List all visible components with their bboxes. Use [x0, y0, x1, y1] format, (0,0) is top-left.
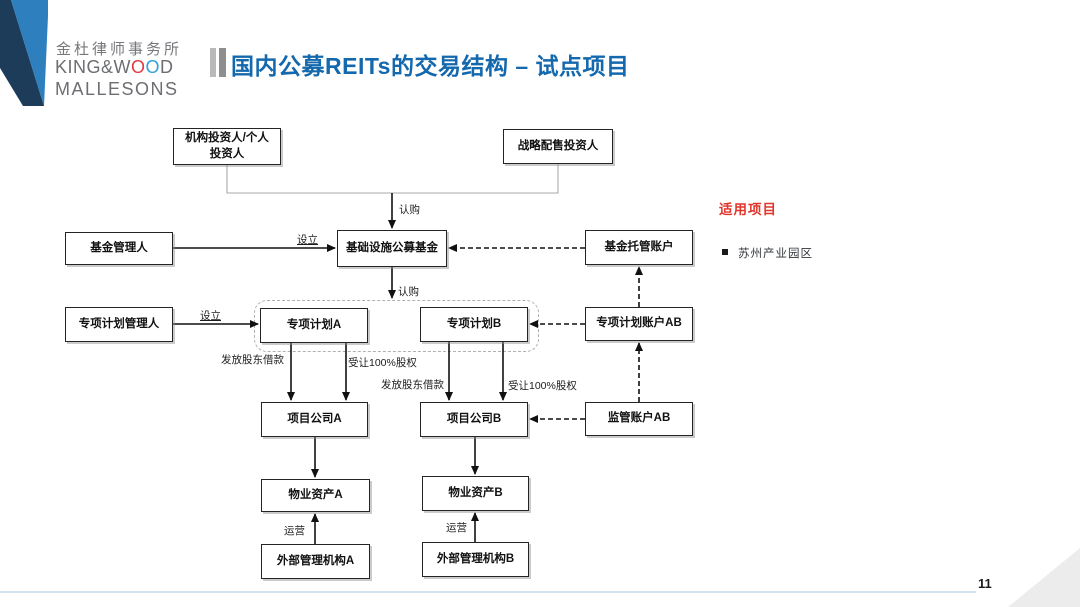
node-institutional-investors: 机构投资人/个人 投资人	[173, 128, 281, 165]
list-item: 苏州产业园区	[722, 245, 813, 261]
firm-name-en-bottom: MALLESONS	[55, 79, 179, 99]
firm-name-en-prefix: KING&W	[55, 57, 132, 77]
label-establish-fund: 设立	[297, 234, 318, 246]
label-operation-b: 运营	[446, 522, 467, 534]
applicable-projects-heading: 适用项目	[719, 202, 777, 217]
footer-divider	[0, 591, 976, 593]
edge-investors-join	[226, 164, 559, 194]
kwm-logo-triangles	[0, 0, 48, 106]
firm-name-en-top: KING&WOOD	[55, 57, 174, 78]
node-project-company-a: 项目公司A	[261, 402, 368, 437]
label-shareholder-loan-a: 发放股东借款	[221, 354, 284, 366]
node-property-asset-b: 物业资产B	[422, 476, 529, 511]
label-operation-a: 运营	[284, 525, 305, 537]
node-plan-manager: 专项计划管理人	[65, 307, 173, 342]
bullet-icon	[722, 249, 728, 255]
node-strategic-investors: 战略配售投资人	[503, 129, 613, 164]
logo-triangle-blue	[11, 0, 48, 106]
firm-name-cn: 金杜律师事务所	[56, 41, 183, 58]
label-establish-plan: 设立	[200, 310, 221, 322]
node-custody-account: 基金托管账户	[585, 230, 693, 265]
node-property-asset-a: 物业资产A	[261, 479, 370, 512]
label-equity-transfer-b: 受让100%股权	[508, 380, 577, 392]
page-number: 11	[978, 576, 992, 591]
node-fund-manager: 基金管理人	[65, 232, 173, 265]
title-accent-bar	[210, 48, 216, 77]
node-infrastructure-fund: 基础设施公募基金	[337, 230, 447, 267]
node-supervision-account-ab: 监管账户AB	[585, 402, 693, 436]
logo-o-blue: O	[145, 57, 161, 77]
node-plan-a: 专项计划A	[260, 308, 368, 343]
label-equity-transfer-a: 受让100%股权	[348, 357, 417, 369]
node-external-manager-a: 外部管理机构A	[261, 544, 370, 579]
logo-o-red: O	[131, 57, 146, 77]
logo-triangle-navy	[0, 0, 44, 106]
firm-name-en-suffix: D	[160, 57, 174, 77]
node-external-manager-b: 外部管理机构B	[422, 542, 529, 577]
node-plan-b: 专项计划B	[420, 307, 528, 342]
label-subscribe-top: 认购	[399, 204, 420, 216]
applicable-project-name: 苏州产业园区	[738, 248, 813, 260]
label-shareholder-loan-b: 发放股东借款	[381, 379, 444, 391]
page-title: 国内公募REITs的交易结构 – 试点项目	[231, 53, 630, 79]
title-accent-bar	[219, 48, 226, 77]
node-project-company-b: 项目公司B	[420, 402, 528, 437]
node-plan-account-ab: 专项计划账户AB	[585, 307, 693, 341]
label-subscribe-mid: 认购	[398, 286, 419, 298]
